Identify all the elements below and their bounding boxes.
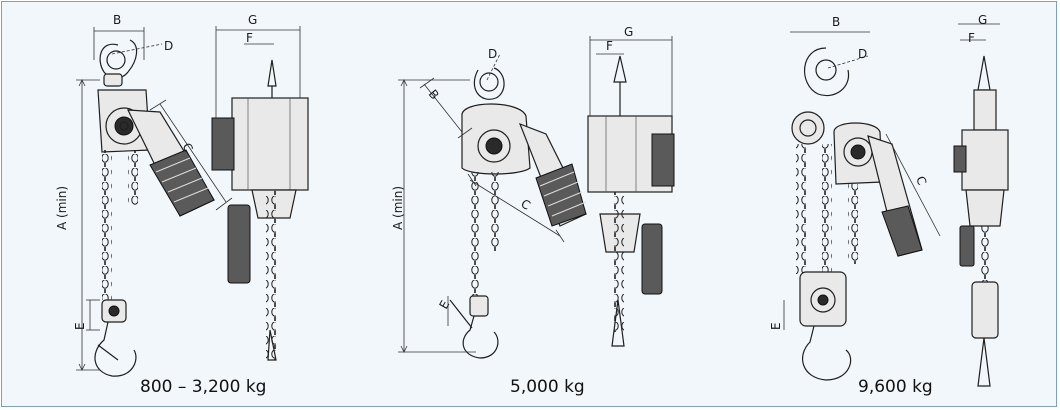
dimension-label-a: A (min) [55,186,69,230]
hoist-small-side-view [211,26,309,361]
caption-small-hoist: 800 – 3,200 kg [140,377,266,397]
dimension-label-g: G [624,25,633,39]
dimension-label-b: B [832,15,840,29]
dimension-label-d: D [164,39,173,53]
dimension-label-g: G [978,13,987,27]
dimension-label-a: A (min) [391,186,405,230]
dimension-label-g: G [248,13,257,27]
hoist-medium-side-view [587,36,675,347]
dimension-label-d: D [858,47,867,61]
dimension-label-e: E [769,322,783,330]
hoist-small-front-view [76,27,233,377]
dimension-label-f: F [246,31,253,45]
dimension-label-e: E [436,298,452,312]
dimension-label-d: D [488,47,497,61]
dimension-label-c: C [913,174,929,187]
dimension-label-e: E [73,322,87,330]
hoist-medium-front-view [398,53,587,359]
hoist-large-side-view [953,23,1009,387]
dimension-label-c: C [519,196,533,212]
caption-medium-hoist: 5,000 kg [510,377,585,397]
dimension-labels: B D C A (min) E G F B D C A (min) E G F … [55,13,987,330]
hoist-large-front-view [783,31,941,381]
dimension-label-f: F [968,31,975,45]
dimension-label-f: F [606,39,613,53]
dimension-label-b: B [113,13,121,27]
caption-large-hoist: 9,600 kg [858,377,933,397]
